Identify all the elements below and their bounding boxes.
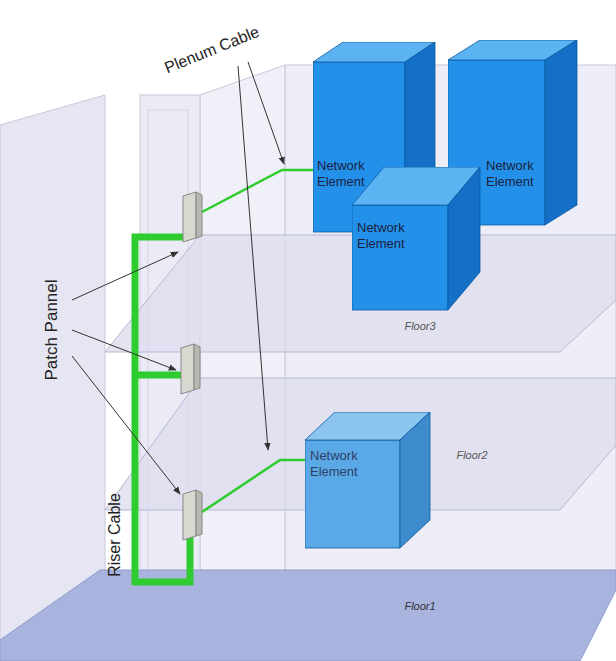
callout-label: Floor3 [404, 320, 435, 332]
text-holder: Network Element [486, 158, 550, 190]
element-label: Network Element [357, 220, 421, 252]
floor-plane [0, 570, 616, 661]
leader-line [248, 62, 284, 164]
callout-label: Riser Cable [106, 493, 124, 577]
patch-panel [183, 192, 196, 242]
plenum-cable [202, 460, 305, 512]
cube-face [545, 40, 577, 225]
cube-face [305, 440, 400, 548]
element-label: Network Element [317, 158, 381, 190]
riser-cable [135, 237, 190, 582]
side-wall [0, 95, 105, 640]
leader-line [72, 252, 178, 300]
leader-line [72, 330, 176, 370]
callout-label: Floor1 [404, 600, 435, 612]
network-element: Network Element [352, 167, 480, 310]
text-holder: Network Element [310, 448, 374, 480]
cube-shape [305, 412, 431, 549]
callout-label: Floor2 [456, 449, 487, 461]
patch-panel [194, 344, 200, 390]
cube-face [448, 167, 480, 310]
cube-face [352, 205, 448, 310]
network-element: Network Element [305, 412, 430, 548]
callout-label: Plenum Cable [162, 23, 262, 77]
patch-panel [196, 490, 202, 536]
element-label: Network Element [486, 158, 550, 190]
leader-line [72, 356, 180, 494]
text-holder: Network Element [357, 220, 421, 252]
cube-face [400, 412, 430, 548]
patch-panel [181, 344, 194, 394]
leader-line [238, 66, 268, 450]
plenum-cable [202, 170, 313, 212]
callout-label: Patch Pannel [42, 279, 62, 380]
patch-panel [196, 192, 202, 238]
element-label: Network Element [310, 448, 374, 480]
patch-panel [183, 490, 196, 540]
text-holder: Network Element [317, 158, 381, 190]
